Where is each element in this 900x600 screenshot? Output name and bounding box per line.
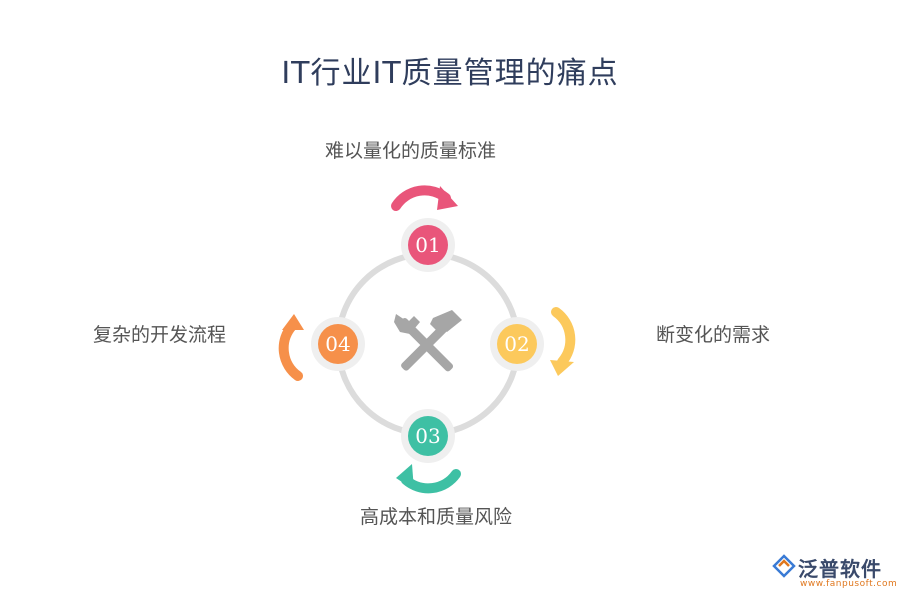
fanpu-logo-icon	[772, 554, 796, 578]
step-3-node: 03	[401, 409, 455, 463]
logo-name: 泛普软件	[798, 557, 882, 581]
arrow-right	[550, 307, 576, 376]
page-title: IT行业IT质量管理的痛点	[281, 56, 619, 91]
step-3-label: 高成本和质量风险	[360, 506, 513, 528]
step-1-number: 01	[415, 233, 440, 257]
hammer-wrench-tools-icon	[394, 310, 462, 372]
arrow-left	[278, 314, 304, 381]
logo-url: www.fanpusoft.com	[800, 579, 898, 589]
step-2-node: 02	[490, 317, 544, 371]
step-4-label: 复杂的开发流程	[93, 324, 227, 346]
step-4-number: 04	[325, 332, 350, 356]
step-1-node: 01	[401, 218, 455, 272]
step-3-number: 03	[415, 424, 440, 448]
step-4-node: 04	[311, 317, 365, 371]
arrow-bottom	[396, 464, 461, 494]
step-2-number: 02	[504, 332, 529, 356]
step-1-label: 难以量化的质量标准	[325, 140, 497, 162]
arrow-top	[391, 185, 458, 211]
step-2-label: 断变化的需求	[656, 324, 771, 346]
